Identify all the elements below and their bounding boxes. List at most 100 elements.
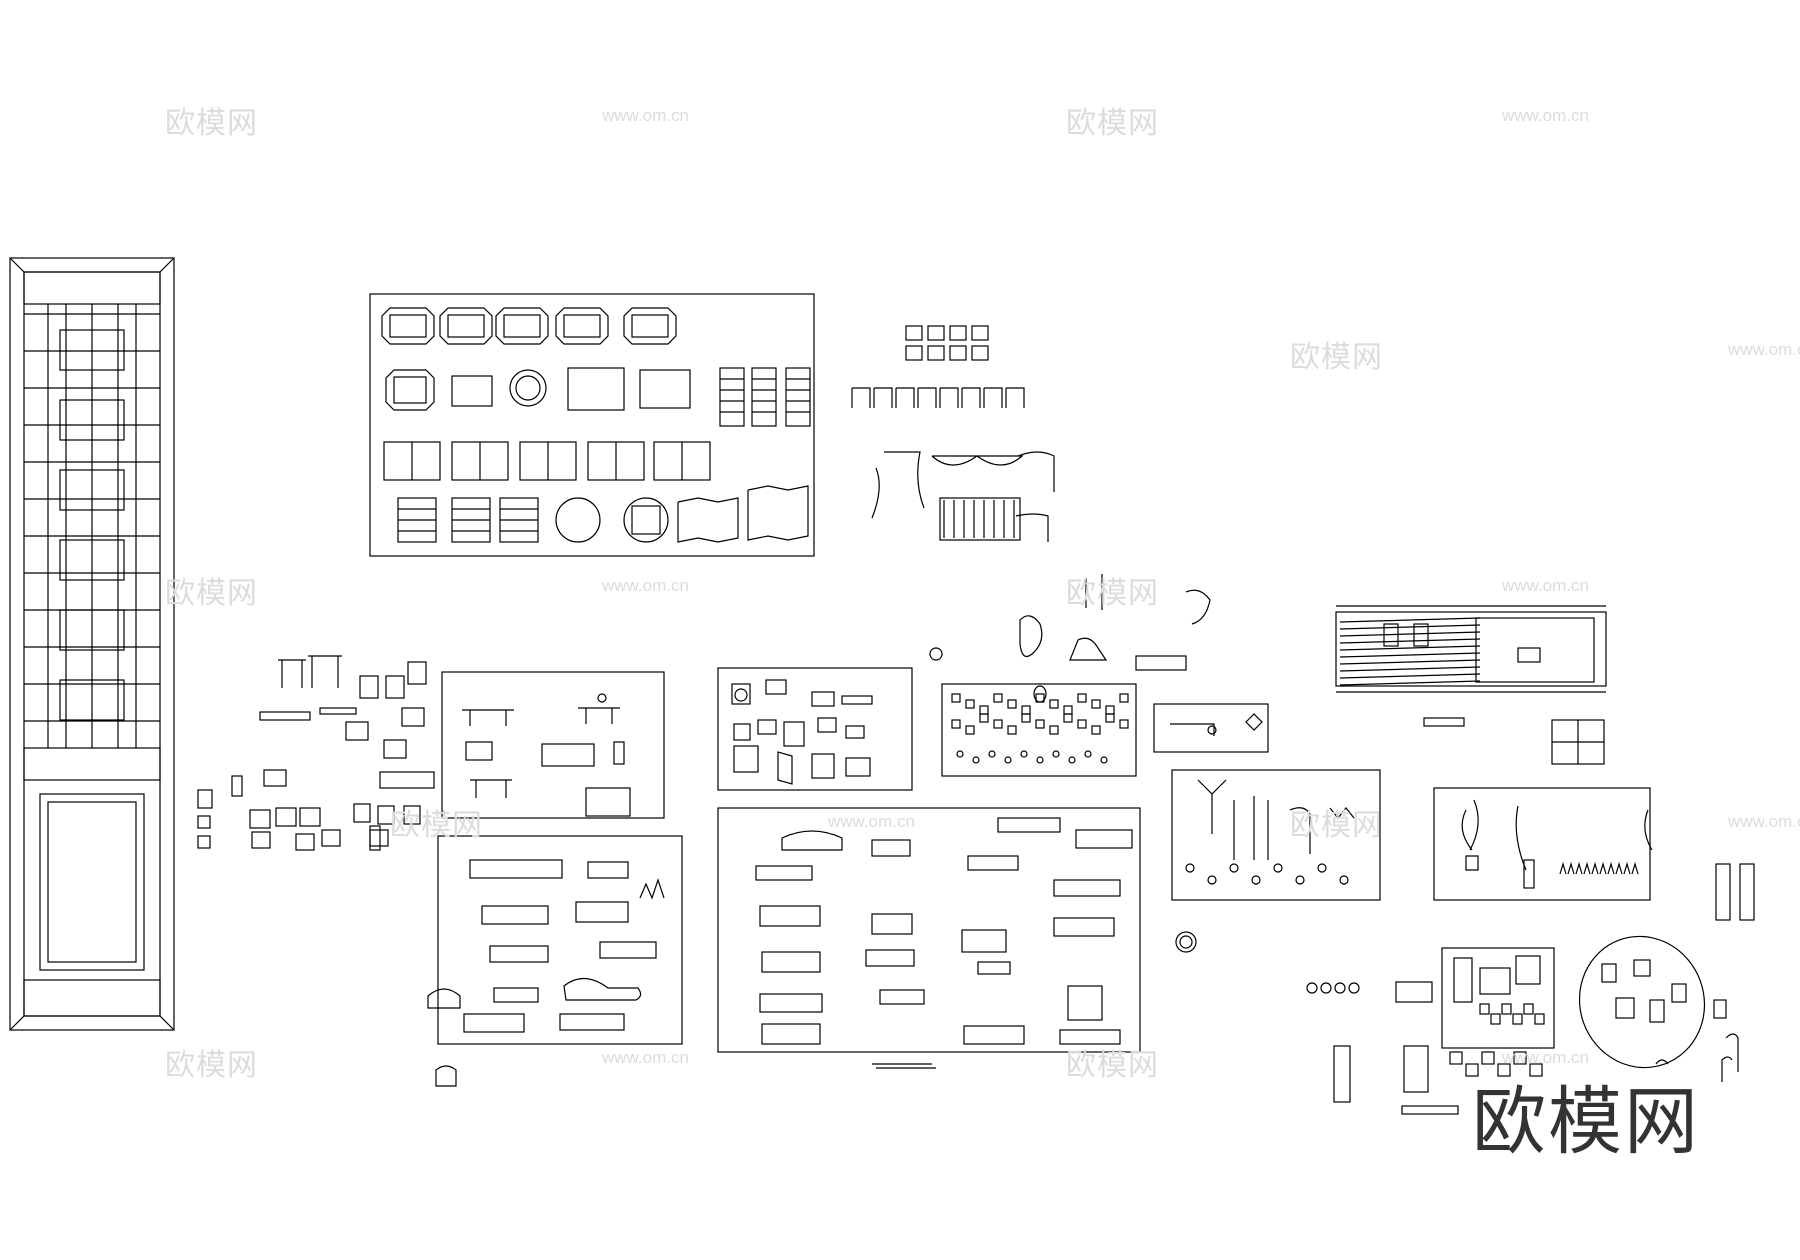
small-plant bbox=[1559, 861, 1567, 875]
dining-table bbox=[462, 709, 514, 726]
bed bbox=[1075, 829, 1133, 849]
sculptures-cluster bbox=[929, 574, 1211, 671]
valance-small bbox=[927, 325, 945, 341]
watermark-logo: 欧模网 bbox=[1290, 808, 1383, 843]
valance-small bbox=[949, 325, 967, 341]
accessory bbox=[972, 756, 980, 764]
accessory bbox=[1105, 705, 1115, 715]
valance-small bbox=[905, 325, 923, 341]
tv bbox=[1517, 647, 1541, 663]
wall-texture bbox=[1339, 680, 1481, 686]
sofa-block bbox=[427, 835, 683, 1045]
curtain-small bbox=[917, 387, 937, 408]
small-plant bbox=[1615, 861, 1623, 875]
lamp bbox=[1229, 863, 1239, 873]
octagon-window-inner bbox=[503, 314, 541, 338]
bed bbox=[977, 961, 1011, 975]
chair bbox=[385, 675, 405, 699]
sofa bbox=[481, 905, 549, 925]
sofa bbox=[489, 945, 549, 963]
picture-frame bbox=[1534, 1013, 1545, 1025]
bed bbox=[961, 929, 1007, 953]
wall-texture bbox=[1339, 659, 1481, 665]
microwave bbox=[733, 723, 751, 741]
wall-texture bbox=[1339, 645, 1481, 651]
square-window bbox=[639, 369, 691, 409]
office-chair bbox=[613, 741, 625, 765]
plants-block bbox=[1433, 787, 1755, 921]
chair bbox=[403, 805, 421, 825]
dresser bbox=[1053, 917, 1115, 937]
picture-frame bbox=[1479, 1003, 1490, 1015]
sink bbox=[1671, 983, 1687, 1003]
bed bbox=[755, 865, 813, 881]
side-table bbox=[278, 659, 306, 688]
square-window bbox=[451, 375, 493, 407]
sofa bbox=[559, 1013, 625, 1031]
statue bbox=[1085, 574, 1103, 610]
accessory bbox=[1063, 705, 1073, 715]
sculpture bbox=[1019, 615, 1043, 657]
arc-lamp bbox=[1289, 807, 1311, 854]
sofa-bed bbox=[967, 855, 1019, 871]
pendant-lamp bbox=[1329, 807, 1355, 819]
lamp bbox=[1207, 875, 1217, 885]
accessory bbox=[1021, 705, 1031, 715]
lattice-frame bbox=[59, 539, 125, 581]
moon-window bbox=[555, 497, 601, 543]
bed bbox=[759, 905, 821, 927]
tall-panel bbox=[785, 367, 811, 427]
table bbox=[470, 779, 512, 798]
chair bbox=[377, 805, 395, 825]
bathroom-fixtures-cluster bbox=[1578, 935, 1739, 1072]
loveseat bbox=[587, 861, 629, 879]
valance-small bbox=[927, 345, 945, 361]
moon-window-square bbox=[631, 505, 661, 535]
valance-small bbox=[971, 345, 989, 361]
ceiling-light bbox=[1320, 982, 1332, 994]
bed bbox=[879, 989, 925, 1005]
valance-small bbox=[905, 345, 923, 361]
curtain-small bbox=[851, 387, 871, 408]
lantern bbox=[197, 815, 211, 829]
pictures-block bbox=[1441, 947, 1555, 1077]
curtain-small bbox=[939, 387, 959, 408]
wall-texture bbox=[1339, 652, 1481, 658]
watermark-url: www.om.cn bbox=[1502, 1048, 1589, 1067]
curtain-small bbox=[873, 387, 893, 408]
octagon-window-inner bbox=[563, 314, 601, 338]
small-plant bbox=[1607, 861, 1615, 875]
lattice-door-elevation bbox=[9, 257, 175, 1031]
appliance-block bbox=[717, 667, 913, 791]
monitor bbox=[817, 717, 837, 733]
watermark-logo: 欧模网 bbox=[1290, 340, 1383, 375]
octagon-window bbox=[381, 307, 435, 345]
watermark-url: www.om.cn bbox=[828, 812, 915, 831]
dresser bbox=[1053, 879, 1121, 897]
lattice-frame bbox=[59, 679, 125, 721]
accessory bbox=[1049, 699, 1059, 709]
octagon-window bbox=[495, 307, 549, 345]
coffee-table bbox=[319, 707, 357, 715]
monitor bbox=[765, 679, 787, 695]
picture-frame bbox=[1501, 1003, 1512, 1015]
watermark-logo: 欧模网 bbox=[165, 1048, 258, 1083]
cabinet-window bbox=[567, 367, 625, 411]
watermark-url: www.om.cn bbox=[1728, 340, 1800, 359]
wall-texture bbox=[1339, 673, 1481, 679]
watermark-logo: 欧模网 bbox=[1066, 576, 1159, 611]
accessory bbox=[1020, 750, 1028, 758]
curtain-small bbox=[895, 387, 915, 408]
bed bbox=[865, 949, 915, 967]
brand-logo: 欧模网 bbox=[1472, 1079, 1700, 1165]
tv bbox=[757, 719, 777, 735]
bidet bbox=[1649, 999, 1665, 1023]
octagon-window bbox=[439, 307, 493, 345]
small-items-block bbox=[941, 683, 1137, 777]
side-table bbox=[308, 655, 342, 688]
dining-chair bbox=[299, 807, 321, 827]
wardrobe bbox=[1067, 985, 1103, 1021]
picture-frame bbox=[1529, 1063, 1543, 1077]
plant bbox=[1461, 799, 1479, 871]
